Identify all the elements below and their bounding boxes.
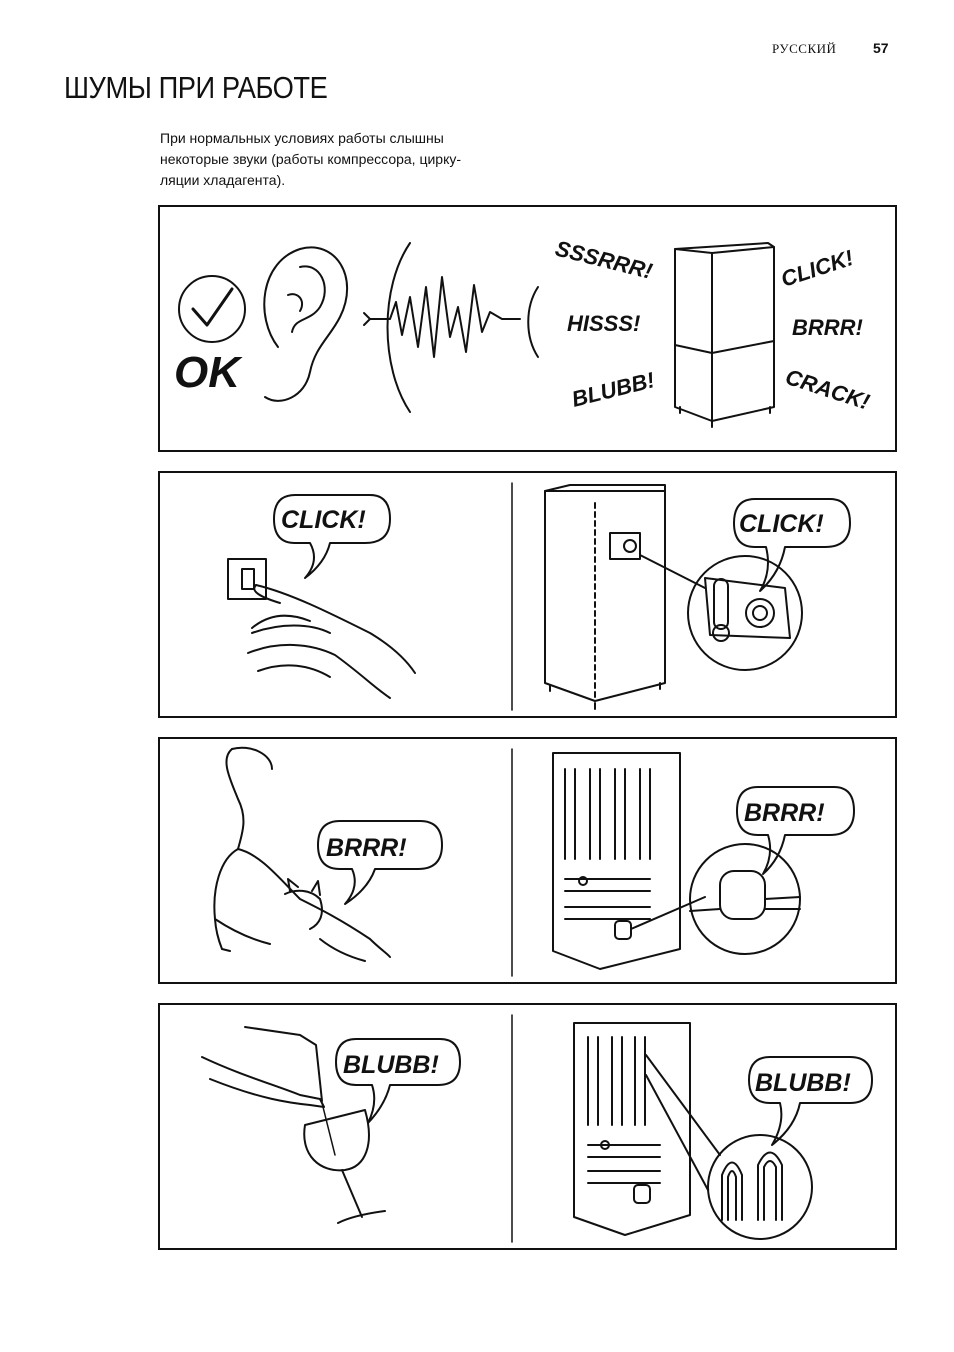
speech-bubble: BRRR! — [317, 820, 443, 905]
hand-icon — [247, 584, 416, 699]
speech-bubble: CLICK! — [733, 498, 851, 592]
sound-sssrrr: SSSRRR! — [553, 236, 655, 284]
fridge-back-icon — [552, 752, 706, 970]
language-label: РУССКИЙ — [772, 41, 837, 56]
thermostat-zoom — [687, 555, 803, 671]
ear-icon — [263, 246, 349, 402]
panel-normal-sounds: OK SSSRRR! HISSS! BLUBB! CLICK! BRRR! CR… — [158, 205, 897, 452]
panel-brrr-sounds: BRRR! BRRR! — [158, 737, 897, 984]
page-number: 57 — [873, 40, 889, 56]
bubble-text: CLICK! — [281, 506, 366, 534]
sound-brrr: BRRR! — [792, 315, 863, 340]
sound-crack: CRACK! — [782, 364, 872, 415]
sound-click: CLICK! — [778, 245, 857, 292]
intro-line: ляции хладагента). — [160, 172, 286, 188]
speech-bubble: CLICK! — [273, 494, 391, 579]
wine-glass-icon — [303, 1102, 386, 1224]
sound-blubb: BLUBB! — [569, 367, 657, 412]
bubble-text: BLUBB! — [343, 1051, 439, 1079]
speech-bubble: BLUBB! — [748, 1056, 873, 1146]
intro-paragraph: При нормальных условиях работы слышны не… — [160, 128, 520, 191]
coil-zoom — [707, 1134, 813, 1240]
bubble-text: BRRR! — [326, 834, 407, 862]
fridge-icon — [544, 484, 706, 710]
page-title: ШУМЫ ПРИ РАБОТЕ — [64, 70, 328, 105]
speech-bubble: BRRR! — [736, 786, 855, 875]
wine-bottle-icon — [201, 1026, 325, 1108]
sound-wave-icon — [363, 242, 539, 413]
intro-line: При нормальных условиях работы слышны — [160, 130, 444, 146]
panel-click-sounds: CLICK! — [158, 471, 897, 718]
bubble-text: BRRR! — [744, 799, 825, 827]
panel-blubb-sounds: BLUBB! BLUBB! — [158, 1003, 897, 1250]
speech-bubble: BLUBB! — [335, 1038, 461, 1124]
fridge-icon — [674, 242, 775, 428]
bubble-text: CLICK! — [739, 510, 824, 538]
intro-line: некоторые звуки (работы компрессора, цир… — [160, 151, 462, 167]
cat-icon — [213, 746, 391, 962]
wall-switch-icon — [227, 558, 267, 600]
ok-label: OK — [174, 348, 243, 397]
sound-hisss: HISSS! — [567, 311, 640, 336]
compressor-zoom — [689, 843, 801, 955]
fridge-back-icon — [573, 1022, 721, 1236]
check-icon — [178, 275, 246, 343]
bubble-text: BLUBB! — [755, 1069, 851, 1097]
